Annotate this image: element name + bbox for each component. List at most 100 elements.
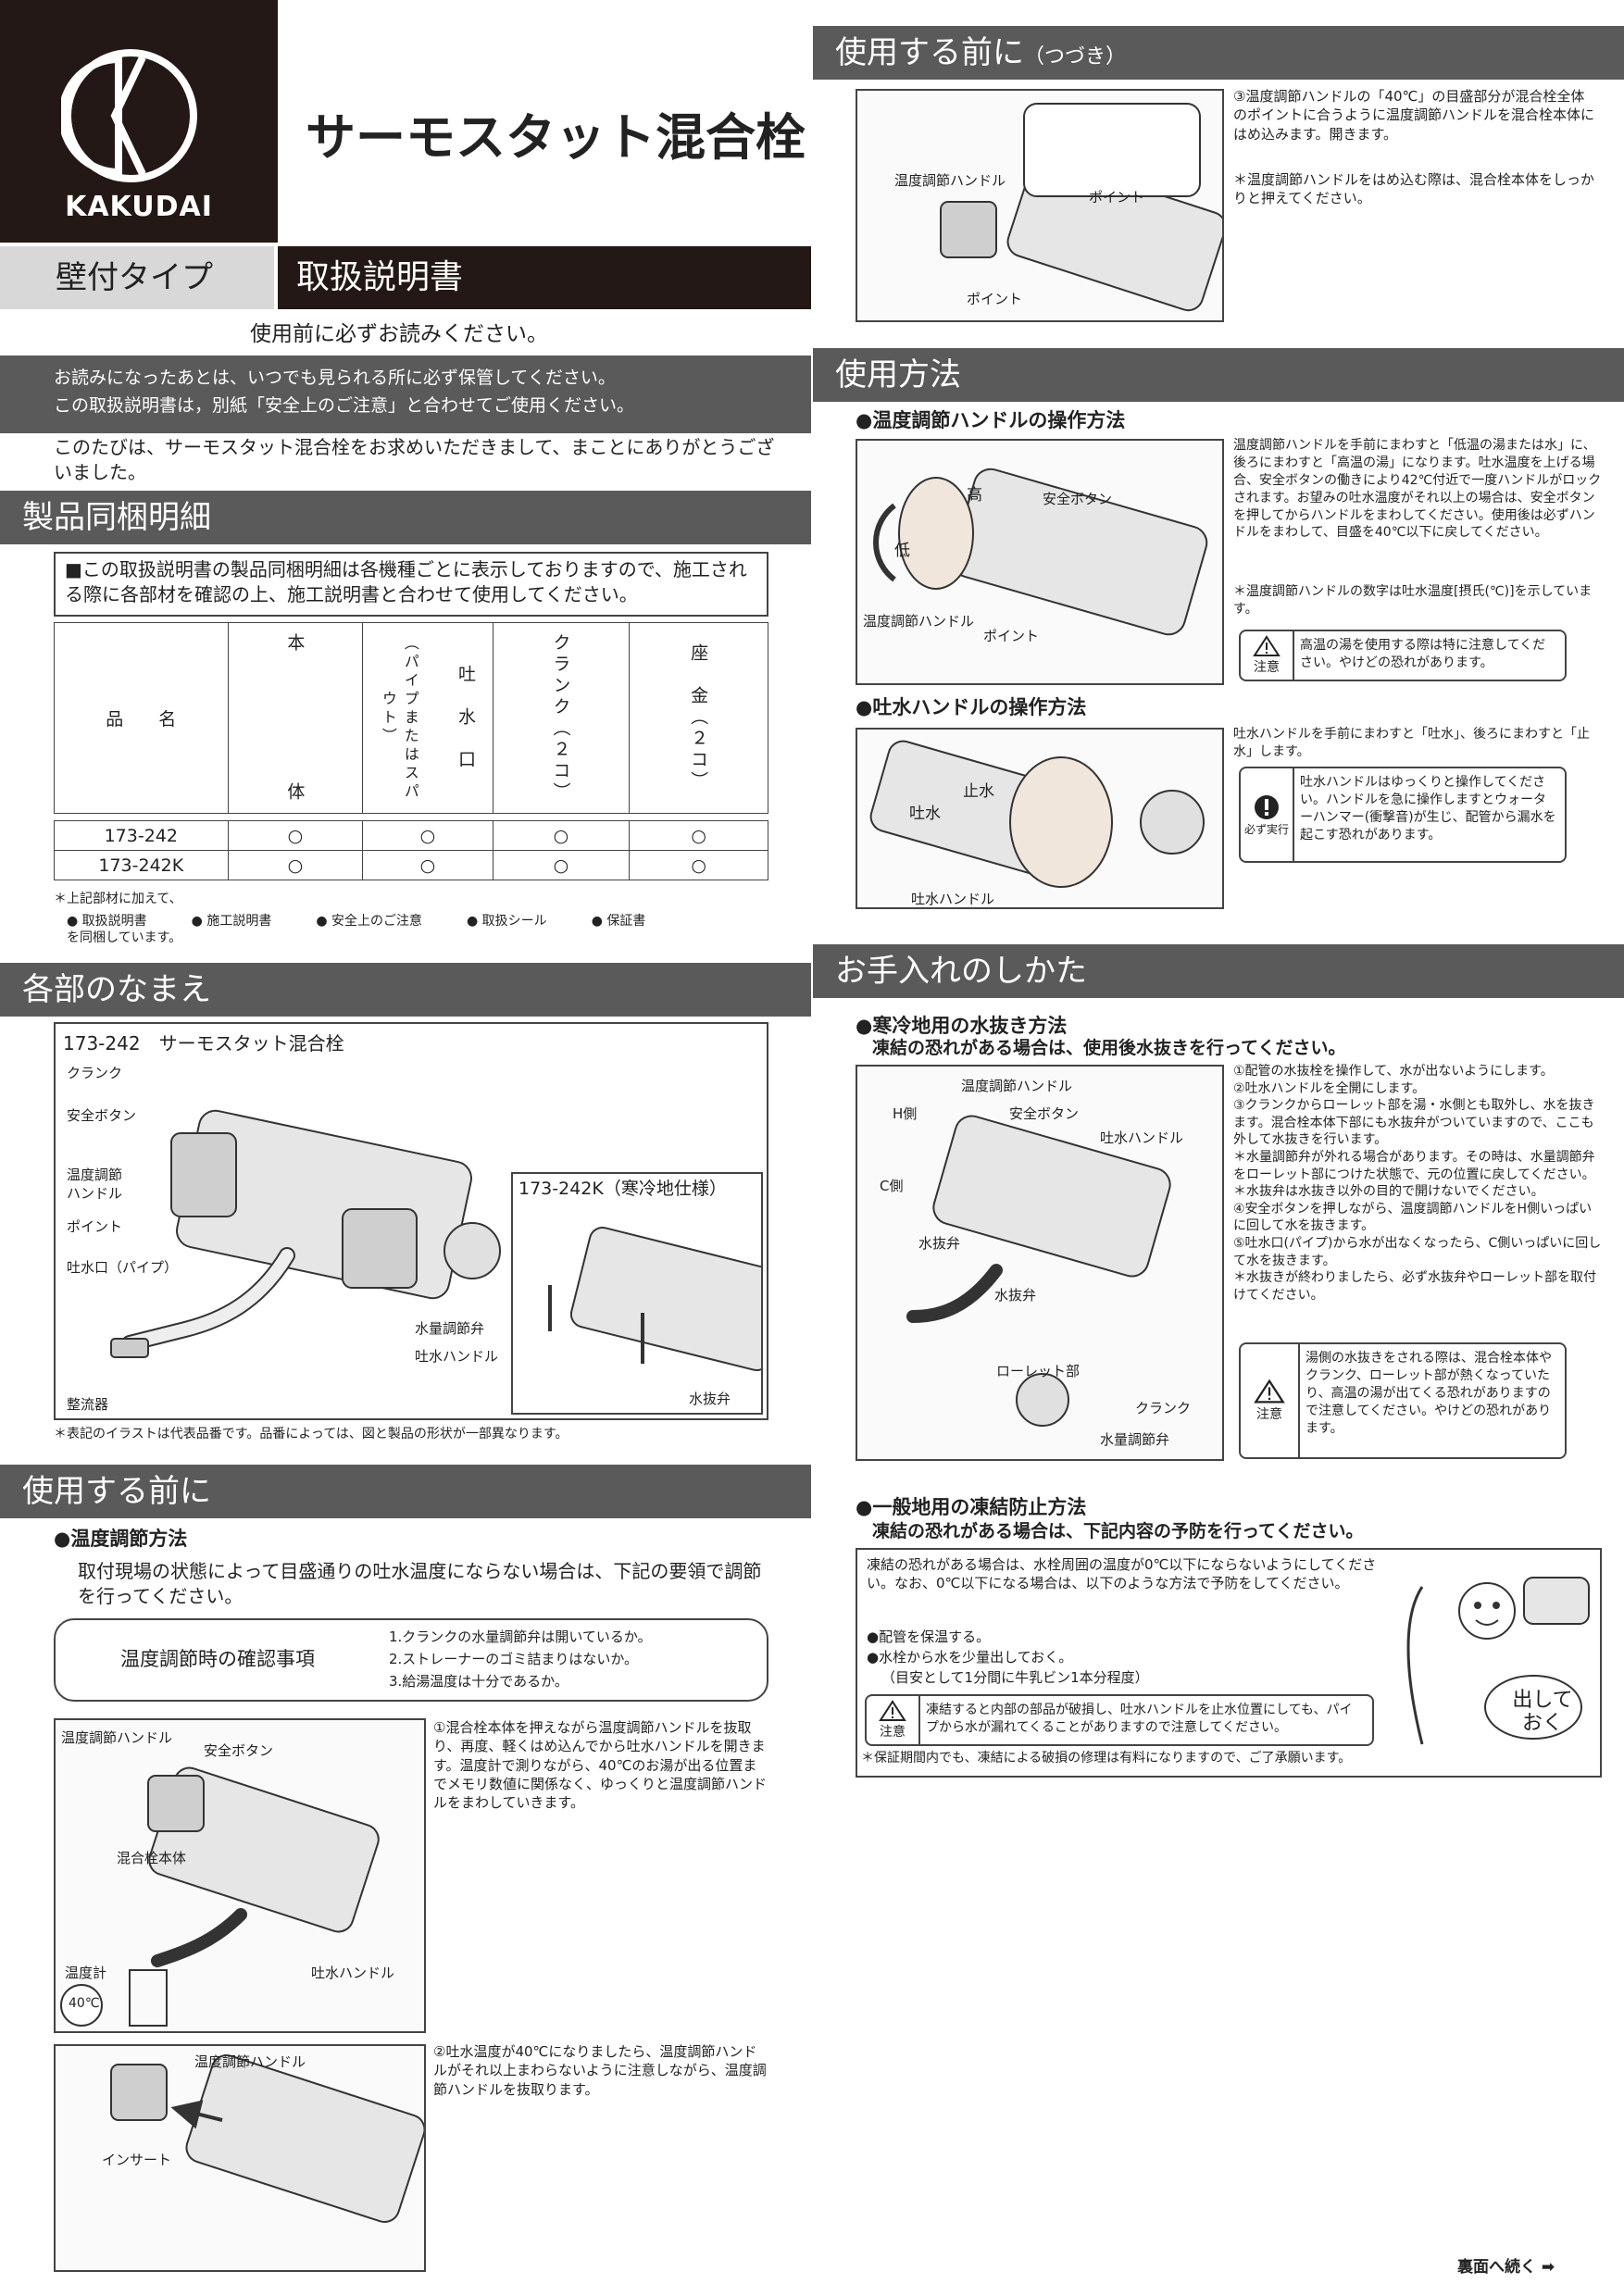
step-3-note: ＊温度調節ハンドルをはめ込む際は、混合栓本体をしっかりと押えてください。: [1233, 171, 1595, 207]
care-label-h-side: H側: [893, 1105, 918, 1122]
label-high: 高: [967, 486, 982, 505]
cont-label-point-2: ポイント: [967, 291, 1023, 307]
section-before-heading: 使用する前に: [0, 1465, 811, 1518]
list-item: ● 保証書: [591, 914, 646, 929]
contents-table: 品 名 本 体 （パイプまたはスパウト） 吐 水 口 クランク（２コ） 座 金（…: [54, 622, 768, 880]
thanks-text: このたびは、サーモスタット混合栓をお求めいただきまして、まことにありがとうござい…: [54, 436, 775, 483]
handle-removal-illustration: [110, 2054, 424, 2223]
col-seat: 座 金（２コ）: [629, 622, 768, 814]
check-title: 温度調節時の確認事項: [120, 1648, 315, 1670]
list-item: ● 施工説明書: [191, 914, 272, 929]
step-1: ①混合栓本体を押えながら温度調節ハンドルを抜取り、再度、軽くはめ込んでから吐水ハ…: [433, 1719, 768, 1811]
manual-label: 取扱説明書: [278, 246, 811, 309]
caution-icon: 注意: [1241, 631, 1294, 680]
usage-label-point: ポイント: [983, 628, 1040, 644]
usage-warning-1-text: 高温の湯を使用する際は特に注意してください。やけどの恐れがあります。: [1300, 638, 1546, 670]
right-column: 使用する前に（つづき） 温度調節ハンドル ポイント ポイント ③温度調節ハンドル…: [813, 0, 1624, 2296]
fig2-label-temp-handle: 温度調節ハンドル: [194, 2053, 306, 2070]
before-figure-2: 温度調節ハンドル インサート: [54, 2044, 426, 2272]
label-spout-handle: 吐水ハンドル: [415, 1348, 499, 1365]
fig2-label-insert: インサート: [102, 2152, 172, 2168]
cont-label-point-1: ポイント: [1089, 189, 1145, 206]
label-low: 低: [894, 542, 910, 560]
usage-warning-2-text: 吐水ハンドルはゆっくりと操作してください。ハンドルを急に操作しますとウォーターハ…: [1300, 775, 1556, 842]
fig1-label-40c: 40℃: [69, 1996, 100, 2011]
care-label-knurl: ローレット部: [996, 1363, 1081, 1379]
step-2: ②吐水温度が40℃になりましたら、温度調節ハンドルがそれ以上まわらないように注意…: [433, 2043, 767, 2098]
before-intro: 取付現場の状態によって目盛通りの吐水温度にならない場合は、下記の要領で調節を行っ…: [78, 1560, 762, 1607]
list-item: ● 取扱説明書: [67, 914, 147, 929]
before-cont-figure: 温度調節ハンドル ポイント ポイント: [856, 89, 1224, 322]
before-figure-1: 温度調節ハンドル 安全ボタン 混合栓本体 温度計 40℃ 吐水ハンドル: [54, 1718, 426, 2033]
usage-text-2: 吐水ハンドルを手前にまわすと「吐水」、後ろにまわすと「止水」します。: [1233, 727, 1590, 759]
fig1-label-temp-handle: 温度調節ハンドル: [61, 1729, 173, 1746]
extras-list: ● 取扱説明書 ● 施工説明書 ● 安全上のご注意 ● 取扱シール ● 保証書: [67, 911, 789, 930]
care-label-crank: クランク: [1135, 1400, 1192, 1416]
title-area: サーモスタット混合栓: [278, 0, 811, 243]
usage-figure-2: 止水 吐水 吐水ハンドル: [856, 728, 1224, 909]
faucet-illustration: [110, 1109, 501, 1358]
brand-name: KAKUDAI: [65, 191, 213, 223]
list-item: ②吐水ハンドルを全開にします。: [1233, 1080, 1426, 1096]
parts-footnote: ＊表記のイラストは代表品番です。品番によっては、図と製品の形状が一部異なります。: [54, 1427, 568, 1441]
list-item: ①配管の水抜栓を操作して、水が出ないようにします。: [1233, 1064, 1554, 1079]
col-body: 本 体: [227, 622, 364, 814]
care-label-c-side: C側: [880, 1178, 904, 1194]
mandatory-icon: 必ず実行: [1241, 768, 1294, 861]
label-temp-handle-2: ハンドル: [67, 1185, 123, 1202]
label-aerator: 整流器: [67, 1396, 109, 1413]
keep-notice-1: お読みになったあとは、いつでも見られる所に必ず保管してください。: [54, 368, 616, 388]
label-drain-valve: 水抜弁: [689, 1391, 731, 1407]
brand-logo-block: KAKUDAI: [0, 0, 278, 243]
list-item: ● 安全上のご注意: [316, 914, 423, 929]
care-warning: 注意 湯側の水抜きをされる際は、混合栓本体やクランク、ローレット部が熱くなってい…: [1239, 1342, 1567, 1459]
care-sub-1-note: 凍結の恐れがある場合は、使用後水抜きを行ってください。: [872, 1038, 1346, 1058]
arrow-right-icon: ➡: [1541, 2258, 1555, 2277]
drain-illustration: [906, 1115, 1171, 1427]
label-temp-handle-1: 温度調節: [67, 1167, 123, 1183]
label-discharge: 吐水: [909, 805, 941, 823]
keep-notice-band: お読みになったあとは、いつでも見られる所に必ず保管してください。 この取扱説明書…: [0, 356, 811, 433]
list-item: ● 取扱シール: [467, 914, 547, 929]
fig1-label-spout-handle: 吐水ハンドル: [311, 1965, 395, 1981]
usage-text-1: 温度調節ハンドルを手前にまわすと「低温の湯または水」に、後ろにまわすと「高温の湯…: [1233, 438, 1602, 541]
cold-model-inset: 173-242K（寒冷地仕様） 水抜弁: [511, 1172, 763, 1415]
left-column: KAKUDAI サーモスタット混合栓 壁付タイプ 取扱説明書 使用前に必ずお読み…: [0, 0, 811, 2296]
care-warning-text: 湯側の水抜きをされる際は、混合栓本体やクランク、ローレット部が熱くなっていたり、…: [1305, 1351, 1552, 1436]
contents-notice: ■この取扱説明書の製品同梱明細は各機種ごとに表示しておりますので、施工される際に…: [65, 558, 747, 605]
extras-lead: ＊上記部材に加えて、: [54, 892, 182, 906]
usage-label-spout-handle: 吐水ハンドル: [911, 891, 995, 907]
list-item: ＊水量調節弁が外れる場合があります。その時は、水量調節弁をローレット部につけた状…: [1233, 1150, 1595, 1182]
check-item-1: 1.クランクの水量調節弁は開いているか。: [389, 1628, 652, 1645]
care-sub-1: ●寒冷地用の水抜き方法: [856, 1015, 1068, 1037]
freeze-warning: 注意 凍結すると内部の部品が破損し、吐水ハンドルを止水位置にしても、パイプから水…: [865, 1694, 1374, 1746]
care-label-drain-valve-2: 水抜弁: [994, 1287, 1037, 1304]
check-box: 温度調節時の確認事項 1.クランクの水量調節弁は開いているか。 2.ストレーナー…: [54, 1618, 768, 1702]
section-before-cont-heading: 使用する前に（つづき）: [813, 26, 1624, 80]
label-safety-button: 安全ボタン: [67, 1107, 137, 1124]
list-item: ④安全ボタンを押しながら、温度調節ハンドルをH側いっぱいに回して水を抜きます。: [1233, 1201, 1593, 1234]
usage-sub-2: ●吐水ハンドルの操作方法: [856, 696, 1087, 718]
kakudai-logo-icon: [61, 49, 197, 182]
usage-warning-1: 注意 高温の湯を使用する際は特に注意してください。やけどの恐れがあります。: [1239, 630, 1567, 681]
care-label-spout-handle: 吐水ハンドル: [1100, 1129, 1184, 1146]
table-row: 173-242K○○○○: [54, 850, 768, 880]
freeze-item-1: ●配管を保温する。: [867, 1628, 991, 1645]
usage-warning-2: 必ず実行 吐水ハンドルはゆっくりと操作してください。ハンドルを急に操作しますとウ…: [1239, 767, 1567, 863]
label-point: ポイント: [67, 1218, 123, 1235]
caution-icon: 注意: [1241, 1344, 1300, 1457]
next-page[interactable]: 裏面へ続く ➡: [1457, 2253, 1555, 2277]
section-usage-heading: 使用方法: [813, 348, 1624, 402]
col-spout: （パイプまたはスパウト） 吐 水 口: [362, 622, 493, 814]
freeze-item-3: （目安として1分間に牛乳ビン1本分程度）: [881, 1669, 1149, 1686]
care-sub-2-note: 凍結の恐れがある場合は、下記内容の予防を行ってください。: [872, 1521, 1364, 1541]
usage-label-safety-button: 安全ボタン: [1043, 491, 1113, 507]
faucet-mascot-icon: [1406, 1577, 1590, 1745]
section-parts-heading: 各部のなまえ: [0, 963, 811, 1017]
parts-figure: 173-242 サーモスタット混合栓 クランク 安全ボタン 温度調節 ハンドル …: [54, 1022, 768, 1420]
freeze-box: 凍結の恐れがある場合は、水栓周囲の温度が0℃以下にならないようにしてください。な…: [856, 1548, 1602, 1778]
label-flow-valve: 水量調節弁: [415, 1320, 485, 1337]
freeze-warning-text: 凍結すると内部の部品が破損し、吐水ハンドルを止水位置にしても、パイプから水が漏れ…: [926, 1703, 1353, 1735]
keep-notice-2: この取扱説明書は，別紙「安全上のご注意」と合わせてご使用ください。: [54, 395, 635, 416]
list-item: ＊水抜きが終わりましたら、必ず水抜弁やローレット部を取付けてください。: [1233, 1270, 1596, 1303]
